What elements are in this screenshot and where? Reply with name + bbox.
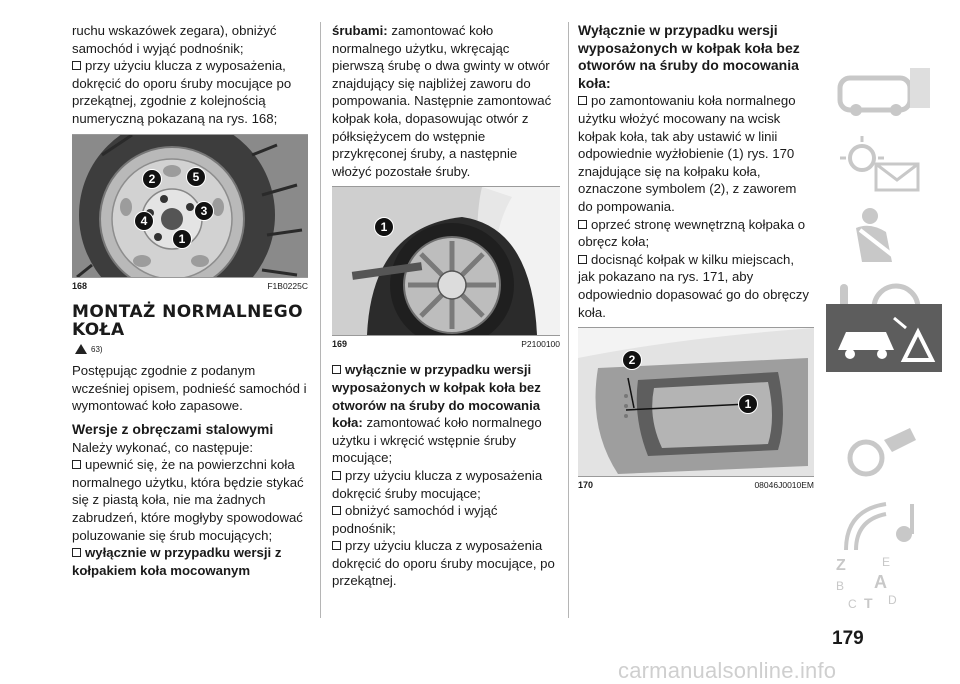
col3-heading: Wyłącznie w przypadku wersji wyposażonyc… — [578, 22, 800, 91]
warning-reference: 63) — [75, 341, 308, 359]
emergency-icon — [838, 316, 936, 362]
section-heading: MONTAŻ NORMALNEGO KOŁA — [72, 301, 303, 340]
checkbox-bullet-icon — [72, 61, 81, 71]
checkbox-bullet-icon — [72, 460, 81, 470]
tab-index[interactable]: Z E B A C T D — [826, 552, 942, 612]
checkbox-bullet-icon — [332, 470, 341, 480]
index-letter: C — [848, 597, 857, 611]
hubcap-notch-illustration — [578, 328, 814, 477]
checkbox-bullet-icon — [578, 254, 587, 264]
column-divider-1 — [320, 22, 321, 618]
callout-label-2: 2 — [622, 350, 642, 371]
figure-170: 2 1 — [578, 327, 814, 478]
col1-paragraph-2: Należy wykonać, co następuje: — [72, 439, 254, 455]
checkbox-bullet-icon — [578, 219, 587, 229]
col2-bullet-1: wyłącznie w przypadku wersji wyposażonyc… — [332, 362, 542, 466]
car-wheel-illustration — [332, 187, 560, 336]
column-divider-2 — [568, 22, 569, 618]
checkbox-bullet-icon — [578, 96, 587, 106]
callout-label-1: 1 — [172, 228, 192, 249]
tab-multimedia[interactable] — [826, 490, 942, 560]
multimedia-icon — [844, 502, 914, 551]
tab-warning-lights[interactable] — [826, 130, 942, 200]
col2-bullet-2: przy użyciu klucza z wyposażenia dokręci… — [332, 467, 543, 501]
figure-168-caption: 168 F1B0225C — [72, 280, 308, 291]
column-3: Wyłącznie w przypadku wersji wyposażonyc… — [578, 22, 814, 490]
col1-bullet-3: wyłącznie w przypadku wersji z kołpakiem… — [72, 545, 282, 578]
tab-maintenance[interactable] — [826, 420, 942, 490]
checkbox-bullet-icon — [332, 365, 341, 375]
seat-safety-icon — [856, 208, 898, 262]
figure-170-caption: 170 08046J0010EM — [578, 480, 814, 491]
subsection-heading: Wersje z obręczami stalowymi — [72, 420, 274, 437]
warning-lights-icon — [840, 136, 920, 192]
tab-safety[interactable] — [826, 202, 942, 272]
callout-label-5: 5 — [186, 166, 206, 187]
index-letter: A — [874, 572, 887, 592]
col2-bullet-4: przy użyciu klucza z wyposażenia dokręci… — [332, 538, 555, 589]
callout-label-3: 3 — [194, 200, 214, 221]
footer-watermark: carmanualsonline.info — [618, 658, 837, 683]
warning-triangle-icon — [75, 344, 87, 355]
page-number: 179 — [832, 628, 864, 649]
checkbox-bullet-icon — [332, 541, 341, 551]
callout-label-1: 1 — [738, 394, 758, 415]
figure-168: 2 5 3 4 1 — [72, 133, 308, 278]
col1-paragraph: Postępując zgodnie z podanym wcześniej o… — [72, 363, 307, 414]
checkbox-bullet-icon — [72, 548, 81, 558]
col1-bullet-1: przy użyciu klucza z wyposażenia, dokręc… — [72, 58, 292, 126]
maintenance-icon — [847, 428, 916, 477]
callout-label-2: 2 — [142, 168, 162, 189]
car-dashboard-icon — [837, 68, 930, 116]
tab-dashboard[interactable] — [826, 58, 942, 128]
col2-lead: śrubami: zamontować koło normalnego użyt… — [332, 23, 552, 179]
callout-label-4: 4 — [134, 210, 154, 231]
index-letter: D — [888, 593, 897, 607]
tab-emergency[interactable] — [826, 304, 942, 372]
figure-169: 1 — [332, 186, 560, 337]
checkbox-bullet-icon — [332, 506, 341, 516]
index-letter: E — [882, 555, 890, 569]
callout-label-1: 1 — [374, 217, 394, 238]
col1-bullet-2: upewnić się, że na powierzchni koła norm… — [72, 457, 304, 543]
col2-bullet-3: obniżyć samochód i wyjąć podnośnik; — [332, 503, 498, 536]
index-letter: T — [864, 595, 873, 611]
column-2: śrubami: zamontować koło normalnego użyt… — [332, 22, 560, 590]
index-icon: Z E B A C T D — [836, 555, 897, 611]
wheel-bolts-illustration — [72, 134, 308, 277]
col3-bullet-2: oprzeć stronę wewnętrzną kołpaka o obręc… — [578, 216, 806, 250]
col3-bullet-1: po zamontowaniu koła normalnego użytku w… — [578, 93, 797, 214]
figure-169-caption: 169 P2100100 — [332, 339, 560, 350]
column-1: ruchu wskazówek zegara), obniżyć samochó… — [72, 22, 308, 579]
col1-intro: ruchu wskazówek zegara), obniżyć samochó… — [72, 23, 277, 56]
index-letter: Z — [836, 557, 846, 574]
index-letter: B — [836, 579, 844, 593]
col3-bullet-3: docisnąć kołpak w kilku miejscach, jak p… — [578, 251, 809, 320]
